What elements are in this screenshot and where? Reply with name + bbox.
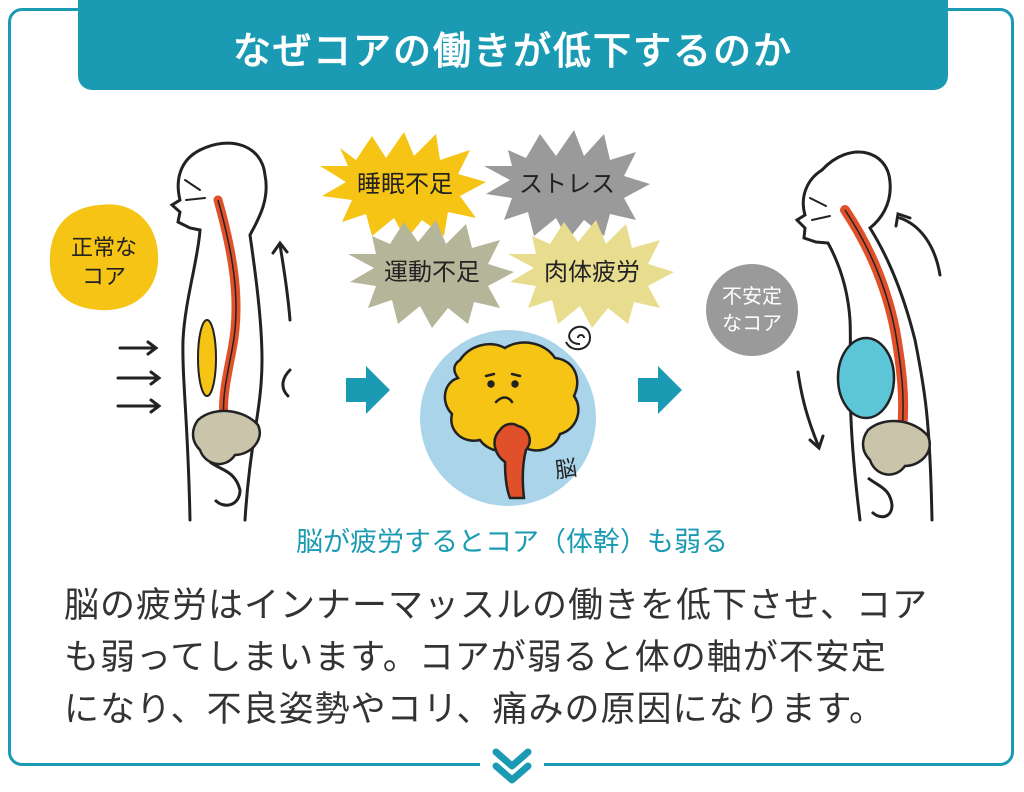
- normal-core-muscle: [197, 319, 217, 397]
- normal-pelvis: [191, 409, 261, 466]
- unstable-hip-joint: [867, 476, 894, 519]
- normal-core-label-line1: 正常な: [71, 236, 137, 261]
- cause-burst-sleep: [320, 132, 486, 240]
- cause-label-stress: ストレス: [519, 170, 615, 198]
- scroll-down-chevron-icon: [480, 748, 544, 788]
- normal-core-badge: [49, 204, 159, 311]
- downward-arrow-right: [796, 370, 825, 451]
- cause-label-exercise: 運動不足: [384, 258, 480, 286]
- page-title: なぜコアの働きが低下するのか: [232, 29, 793, 73]
- flow-arrow-2: [638, 366, 682, 414]
- brain-stem: [493, 422, 531, 500]
- unstable-core-muscle: [836, 336, 896, 420]
- unstable-pelvis: [861, 419, 931, 476]
- unstable-spine-outline: [844, 209, 904, 431]
- cause-burst-stress: [484, 130, 650, 240]
- explanation-line-2: も弱ってしまいます。コアが弱ると体の軸が不安定: [64, 638, 887, 678]
- cause-label-fatigue: 肉体疲労: [544, 258, 640, 286]
- curved-arrow-right: [894, 212, 942, 277]
- brain: [443, 341, 580, 453]
- worried-face: [484, 372, 522, 404]
- title-banner: なぜコアの働きが低下するのか: [78, 0, 948, 90]
- cause-burst-fatigue: [508, 220, 674, 328]
- brain-label: 脳: [553, 456, 578, 484]
- cause-label-sleep: 睡眠不足: [357, 170, 453, 198]
- explanation-text: 脳の疲労はインナーマッスルの働きを低下させ、コア も弱ってしまいます。コアが弱る…: [64, 580, 964, 736]
- normal-posture-figure: [169, 141, 268, 522]
- cause-burst-exercise: [348, 220, 514, 328]
- normal-core-label-line2: コア: [82, 265, 126, 290]
- upward-arrow-left: [271, 240, 292, 398]
- unstable-core-label-line1: 不安定: [722, 284, 782, 308]
- explanation-line-1: 脳の疲労はインナーマッスルの働きを低下させ、コア: [64, 586, 929, 626]
- normal-spine-outline: [217, 199, 237, 421]
- dizzy-swirl-icon: [565, 325, 592, 351]
- unstable-core-badge: [706, 264, 798, 356]
- pressure-arrows: [116, 340, 162, 414]
- unstable-core-label-line2: なコア: [722, 311, 782, 335]
- explanation-line-3: になり、不良姿勢やコリ、痛みの原因になります。: [64, 690, 886, 730]
- normal-hip-joint: [209, 460, 242, 507]
- diagram-caption: 脳が疲労するとコア（体幹）も弱る: [296, 527, 728, 558]
- flow-arrow-1: [346, 366, 390, 414]
